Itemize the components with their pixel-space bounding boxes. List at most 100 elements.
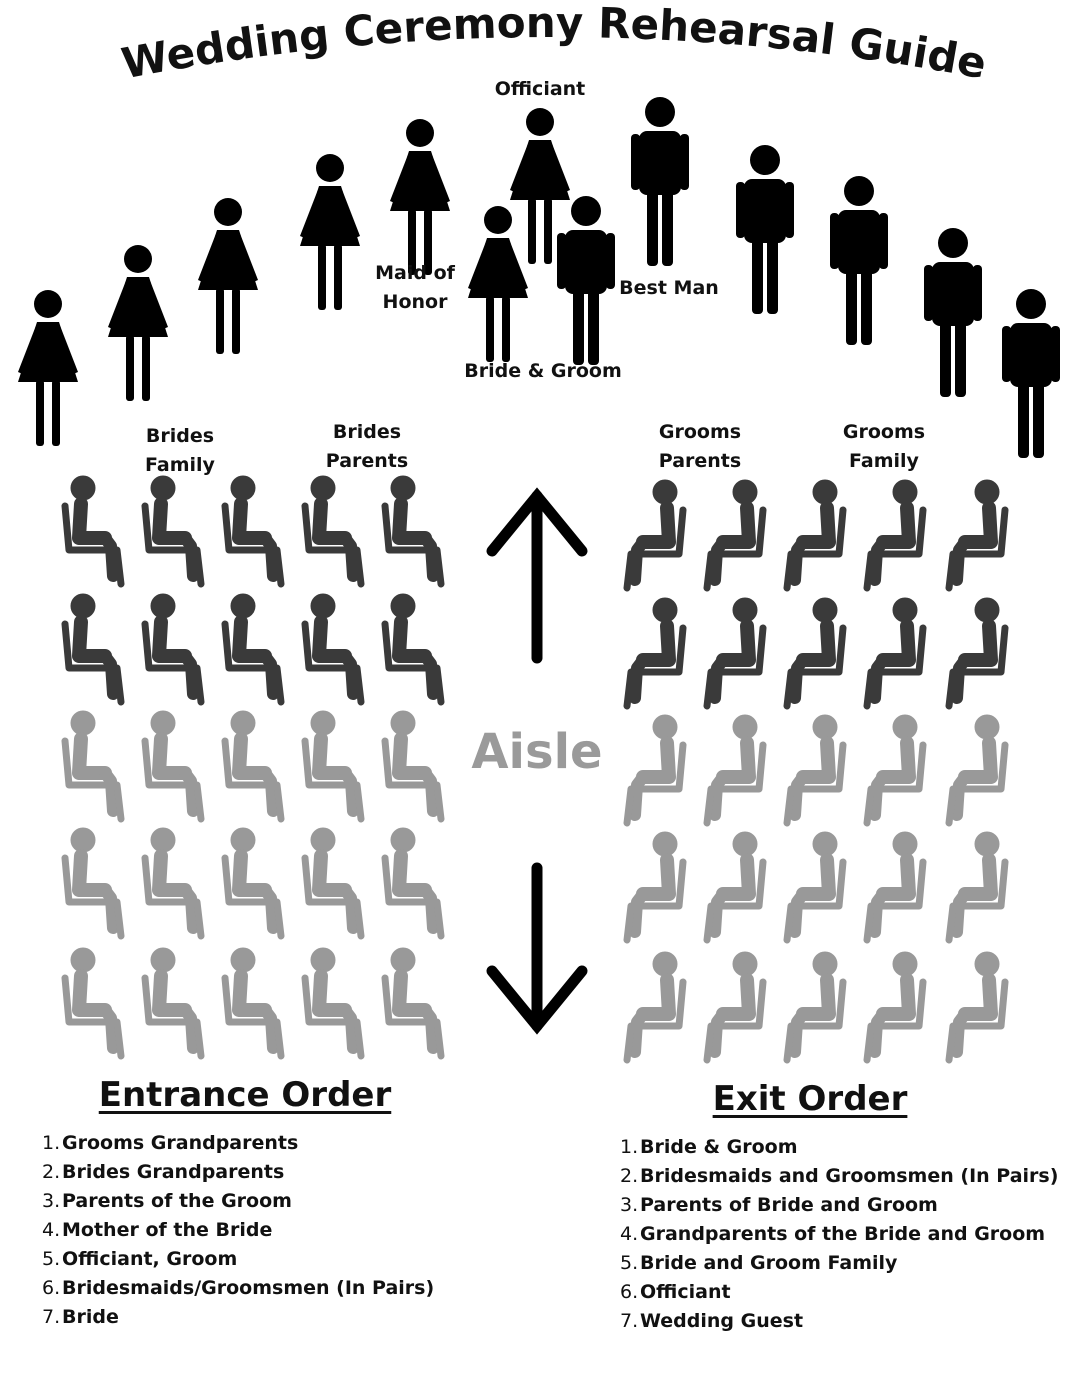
groom-side-seat [627, 480, 683, 588]
bride-side-seat [385, 594, 441, 702]
groomsman-figure-1 [736, 145, 794, 314]
grooms-family-label-line2: Family [849, 450, 920, 472]
exit-order-heading: Exit Order [712, 1079, 908, 1119]
wedding-party [18, 97, 1060, 458]
list-item: Bridesmaids and Groomsmen (In Pairs) [640, 1165, 1059, 1187]
brides-parents-label-line2: Parents [326, 450, 408, 472]
bride-side-seat [145, 711, 201, 819]
groom-side-seat [787, 598, 843, 706]
bride-side-seat [305, 828, 361, 936]
grooms-family-label-line1: Grooms [843, 421, 925, 443]
groom-side-seat [707, 598, 763, 706]
brides-parents-label-line1: Brides [333, 421, 401, 443]
list-item: Bride and Groom Family [640, 1252, 898, 1274]
bride-groom-label: Bride & Groom [464, 360, 622, 382]
bridesmaid-figure-2 [108, 245, 168, 401]
groom-side-seat [867, 832, 923, 940]
groomsman-figure-2 [830, 176, 888, 345]
list-item: Officiant [640, 1281, 731, 1303]
list-item: Parents of the Groom [62, 1190, 292, 1212]
bride-side-seat [305, 948, 361, 1056]
list-item: Bridesmaids/Groomsmen (In Pairs) [62, 1277, 435, 1299]
best-man-figure [631, 97, 689, 266]
groom-side-seat [707, 715, 763, 823]
bride-side-seat [225, 476, 281, 584]
grooms-parents-label-line2: Parents [659, 450, 741, 472]
entrance-order-heading: Entrance Order [98, 1075, 392, 1115]
groom-figure [557, 196, 615, 365]
list-item: Parents of Bride and Groom [640, 1194, 938, 1216]
groom-side-seat [707, 480, 763, 588]
bridesmaid-figure-4 [300, 154, 360, 310]
groom-side-seat [949, 952, 1005, 1060]
groom-side-seat [787, 715, 843, 823]
entrance-order-list: Grooms Grandparents Brides Grandparents … [42, 1129, 472, 1332]
bride-side-seat [145, 476, 201, 584]
bride-side-seat [65, 948, 121, 1056]
groom-side-seat [949, 480, 1005, 588]
groom-side-seat [867, 715, 923, 823]
groom-side-seat [707, 952, 763, 1060]
maid-of-honor-figure [390, 119, 450, 275]
groomsman-figure-3 [924, 228, 982, 397]
groom-side-seat [949, 715, 1005, 823]
list-item: Mother of the Bride [62, 1219, 273, 1241]
groom-side-seat [627, 832, 683, 940]
aisle-label: Aisle [471, 724, 602, 780]
groom-side-seat [867, 480, 923, 588]
exit-order-list: Bride & Groom Bridesmaids and Groomsmen … [620, 1133, 1060, 1336]
brides-family-label-line2: Family [145, 454, 216, 476]
bridesmaid-figure-1 [18, 290, 78, 446]
bride-figure [468, 206, 528, 362]
arrow-up-icon [486, 487, 588, 664]
groom-side-seat [787, 832, 843, 940]
groom-side-seat [867, 598, 923, 706]
groom-side-seat [787, 952, 843, 1060]
bride-side-seat [65, 476, 121, 584]
list-item: Brides Grandparents [62, 1161, 285, 1183]
groom-side-seat [949, 598, 1005, 706]
groomsman-figure-4 [1002, 289, 1060, 458]
bride-side-seat [65, 828, 121, 936]
bridesmaid-figure-3 [198, 198, 258, 354]
groom-side-seat [867, 952, 923, 1060]
grooms-parents-label-line1: Grooms [659, 421, 741, 443]
bride-side-seat [305, 594, 361, 702]
groom-side-seat [787, 480, 843, 588]
officiant-label: Officiant [495, 78, 586, 100]
bride-side-seat [305, 711, 361, 819]
list-item: Officiant, Groom [62, 1248, 238, 1270]
bride-side-seat [65, 594, 121, 702]
groom-side-seat [949, 832, 1005, 940]
maid-of-honor-label-line1: Maid of [375, 262, 456, 284]
bride-side-seat [145, 948, 201, 1056]
bride-side-seat [385, 476, 441, 584]
bride-side-seat [65, 711, 121, 819]
exit-order-section: Exit Order Bride & Groom Bridesmaids and… [620, 1079, 1060, 1336]
groom-side-seat [627, 715, 683, 823]
list-item: Grandparents of the Bride and Groom [640, 1223, 1046, 1245]
list-item: Bride [62, 1306, 119, 1328]
groom-side-seat [627, 952, 683, 1060]
brides-family-label-line1: Brides [146, 425, 214, 447]
bride-side-seat [305, 476, 361, 584]
arrow-down-icon [486, 862, 588, 1035]
maid-of-honor-label-line2: Honor [383, 291, 449, 313]
list-item: Grooms Grandparents [62, 1132, 299, 1154]
bride-side-seat [145, 828, 201, 936]
groom-side-seat [707, 832, 763, 940]
bride-side-seat [385, 828, 441, 936]
entrance-order-section: Entrance Order Grooms Grandparents Bride… [42, 1075, 472, 1332]
groom-side-seat [627, 598, 683, 706]
bride-side-seat [225, 711, 281, 819]
bride-side-seat [225, 828, 281, 936]
best-man-label: Best Man [619, 277, 719, 299]
page-title: Wedding Ceremony Rehearsal Guide [118, 0, 991, 88]
bride-side-seat [145, 594, 201, 702]
bride-side-seat [225, 948, 281, 1056]
bride-side-seat [385, 948, 441, 1056]
list-item: Wedding Guest [640, 1310, 804, 1332]
bride-side-seat [225, 594, 281, 702]
